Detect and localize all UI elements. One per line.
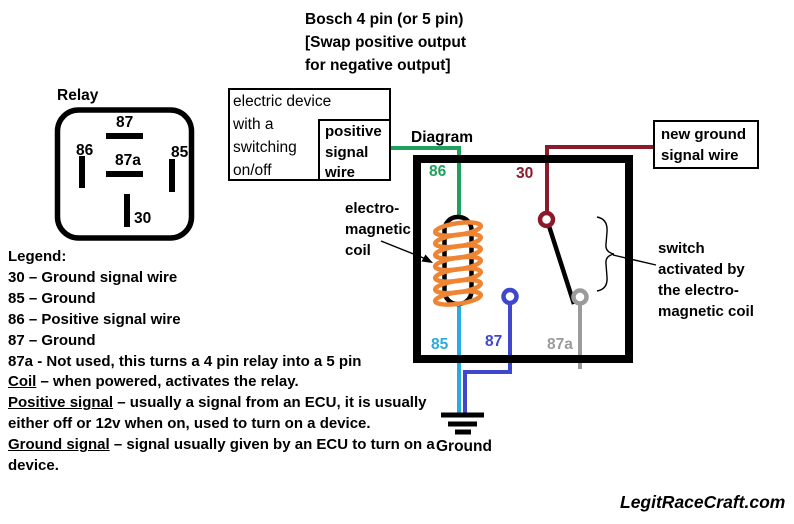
positive-signal-line-3: wire (325, 164, 356, 181)
legend-item-30: 30 – Ground signal wire (8, 268, 444, 289)
legend-heading: Legend: (8, 248, 67, 265)
diagram-box-outline (413, 155, 633, 363)
positive-signal-line-1: positive (325, 123, 382, 140)
title-line-3: for negative output] (305, 57, 451, 74)
switch-brace (596, 216, 615, 292)
coil-note-line-1: electro- (345, 200, 400, 217)
legend-term: 87 (8, 331, 25, 349)
switch-note-line-1: switch (658, 240, 705, 257)
watermark: LegitRaceCraft.com (620, 492, 786, 512)
positive-signal-line-2: signal (325, 143, 369, 161)
electric-device-line-4: on/off (233, 162, 272, 179)
legend-term: 85 (8, 289, 25, 307)
coil-note-line-2: magnetic (345, 221, 411, 238)
legend: Legend: 30 – Ground signal wire 85 – Gro… (8, 247, 444, 477)
legend-text: – usually a signal from an ECU, it is us… (8, 394, 427, 433)
relay-label: Relay (57, 87, 99, 104)
title-line-1: Bosch 4 pin (or 5 pin) (305, 11, 464, 28)
ground-symbol (441, 412, 484, 435)
legend-item-positive-signal: Positive signal – usually a signal from … (8, 393, 444, 435)
terminal-87a-label: 87a (547, 336, 573, 353)
diagram-label: Diagram (411, 129, 474, 146)
electric-device-line-2: with a (233, 116, 274, 133)
legend-text: – Ground (24, 289, 96, 307)
legend-text: – Positive signal wire (24, 310, 181, 328)
legend-term: 30 (8, 268, 25, 286)
coil-body (442, 214, 474, 307)
coil-note-line-3: coil (345, 242, 371, 259)
electric-device-line-1: electric device (233, 93, 332, 110)
terminal-87a-circle (571, 288, 589, 306)
legend-term: 87a (8, 352, 34, 370)
relay-pin-87-label: 87 (116, 114, 134, 131)
coil-note: electro- magnetic coil (345, 198, 411, 261)
legend-term: 86 (8, 310, 25, 328)
legend-item-85: 85 – Ground (8, 289, 444, 310)
legend-text: – Ground (24, 331, 96, 349)
legend-item-87: 87 – Ground (8, 331, 444, 352)
relay-pin-86-label: 86 (76, 142, 94, 159)
new-ground-signal-wire-box: new ground signal wire (653, 120, 759, 169)
legend-text: - Not used, this turns a 4 pin relay int… (33, 352, 362, 370)
relay-pin-85-label: 85 (171, 144, 189, 161)
switch-note-line-2: activated by (658, 261, 745, 278)
title: Bosch 4 pin (or 5 pin) [Swap positive ou… (305, 8, 466, 77)
new-ground-line-2: signal wire (661, 147, 739, 164)
relay-pin-87a-label: 87a (115, 152, 141, 169)
legend-term: Coil (8, 373, 37, 391)
electric-device-line-3: switching (233, 139, 297, 156)
switch-note-line-3: the electro- (658, 282, 739, 299)
terminal-30-label: 30 (516, 165, 534, 182)
switch-note: switch activated by the electro- magneti… (658, 238, 754, 322)
legend-term: Positive signal (8, 394, 114, 412)
legend-term: Ground signal (8, 436, 110, 454)
ground-label: Ground (436, 438, 492, 455)
positive-signal-wire-box: positive signal wire (318, 119, 391, 181)
terminal-30-circle (537, 210, 556, 229)
switch-note-line-4: magnetic coil (658, 303, 754, 320)
legend-item-ground-signal: Ground signal – signal usually given by … (8, 435, 444, 477)
terminal-85-label: 85 (431, 336, 449, 353)
switch-brace-pointer-line (612, 254, 657, 266)
legend-text: – Ground signal wire (24, 268, 178, 286)
wire-87-to-ground (463, 302, 512, 413)
terminal-86-label: 86 (429, 163, 447, 180)
wire-new-ground-30 (545, 145, 653, 212)
title-line-2: [Swap positive output (305, 34, 467, 51)
relay-pin-30-bar (124, 194, 130, 227)
legend-item-86: 86 – Positive signal wire (8, 310, 444, 331)
legend-item-87a: 87a - Not used, this turns a 4 pin relay… (8, 352, 444, 373)
legend-text: – signal usually given by an ECU to turn… (8, 436, 435, 475)
switch-arm (546, 225, 577, 305)
legend-item-coil: Coil – when powered, activates the relay… (8, 372, 444, 393)
electric-device-text: electric device with a switching on/off (233, 90, 331, 182)
relay-pin-30-label: 30 (134, 210, 152, 227)
terminal-87-circle (501, 287, 519, 306)
terminal-87-label: 87 (485, 333, 503, 350)
legend-text: – when powered, activates the relay. (36, 373, 299, 391)
new-ground-line-1: new ground (661, 126, 746, 143)
